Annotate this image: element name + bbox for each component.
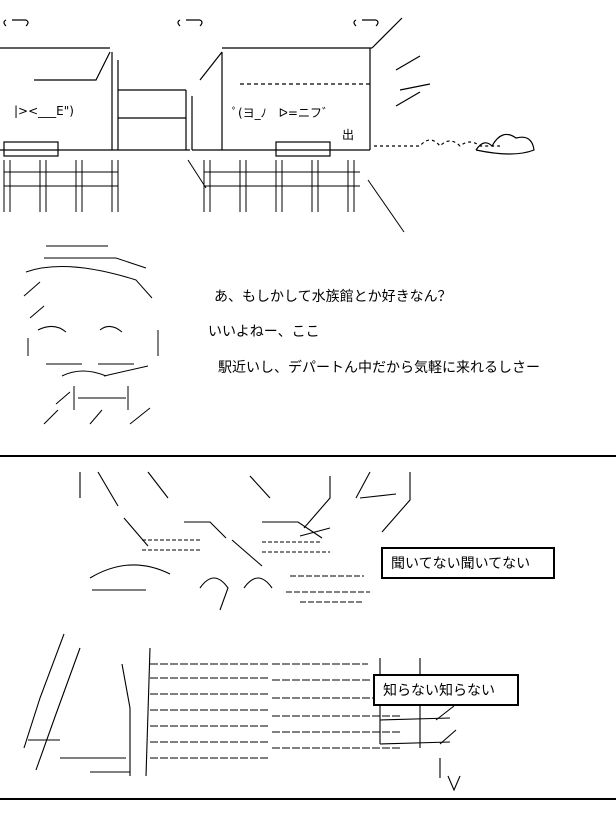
- speed-lines: [395, 55, 431, 107]
- car-2-nose: [199, 51, 223, 150]
- car-2-rear: [185, 90, 193, 150]
- clothing-stripes: [150, 663, 268, 759]
- antenna: [371, 17, 403, 49]
- train-face-left: |><___E"): [14, 104, 74, 118]
- smoke-cloud: [475, 133, 535, 155]
- nose: [231, 539, 263, 567]
- hair-right: [303, 471, 411, 533]
- eye-lashes: [142, 539, 330, 553]
- arm-left-2: [35, 647, 81, 771]
- arm-left: [23, 633, 65, 749]
- hair-strands: [79, 471, 271, 507]
- train-face-middle: ﾟ(ヨ_ﾉ ᐅ=ニフ゛: [232, 106, 334, 120]
- roof-hook-3: [353, 19, 379, 27]
- roof-hook-1: [3, 19, 29, 27]
- boy-face: [23, 245, 159, 425]
- right-hand: [286, 575, 370, 603]
- face-right: [262, 521, 323, 539]
- wheels-rails: [3, 159, 405, 233]
- floor-lines: [28, 739, 130, 773]
- left-hand: [89, 564, 171, 591]
- speech-bubble-2: 知らない知らない: [373, 674, 519, 706]
- car-1-front: [111, 52, 119, 150]
- bumper-right: [275, 141, 331, 157]
- hand-right: [439, 758, 461, 792]
- bottom-panel: 聞いてない聞いてない 知らない知らない: [0, 458, 616, 798]
- coupler: [118, 89, 186, 119]
- bumper-left: [3, 141, 59, 157]
- roof-hook-2: [177, 19, 203, 27]
- dialogue-line-3: 駅近いし、デパートん中だから気軽に来れるしさー: [218, 360, 540, 376]
- panel-divider: [0, 455, 616, 457]
- mouth: [199, 577, 273, 611]
- torso-left: [121, 663, 131, 776]
- dialogue-line-2: いいよねー、ここ: [208, 324, 320, 340]
- top-panel: あ、もしかして水族館とか好きなん？ いいよねー、ここ 駅近いし、デパートん中だか…: [0, 17, 540, 425]
- speech-bubble-1: 聞いてない聞いてない: [381, 547, 555, 579]
- train-ascii-art: [0, 17, 535, 425]
- sleeve-lines: [379, 717, 451, 745]
- panel-bottom-border: [0, 798, 616, 800]
- train-signboard: 出: [342, 128, 355, 142]
- torso-left-2: [145, 647, 151, 777]
- car-1-window: [34, 51, 111, 81]
- sleeve-end: [435, 705, 457, 745]
- smoke-trail: [374, 139, 500, 147]
- clothing-stripes-right: [272, 663, 400, 749]
- character-ascii-art: [23, 471, 461, 792]
- face-left: [123, 517, 227, 547]
- misc-strokes: [299, 493, 397, 537]
- dialogue-line-1: あ、もしかして水族館とか好きなん？: [214, 289, 452, 305]
